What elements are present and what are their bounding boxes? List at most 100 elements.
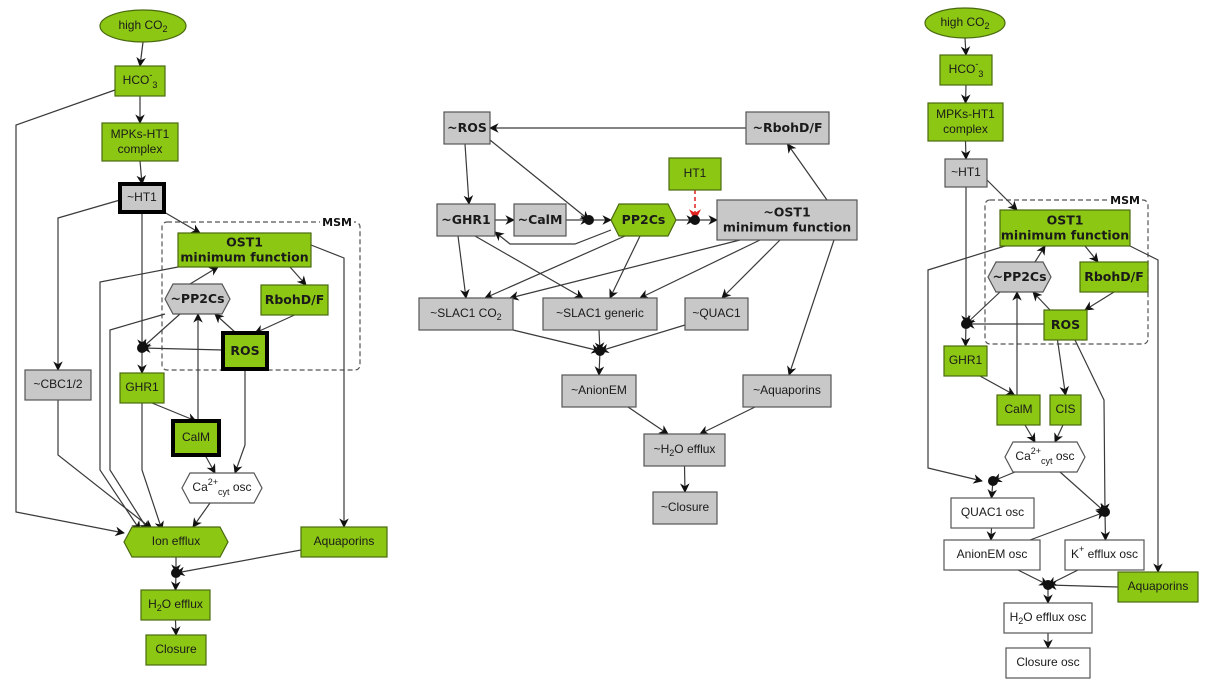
node-label: Closure [155,642,197,656]
activation-edge [786,143,828,201]
activation-edge [1017,569,1049,586]
node-label: QUAC1 osc [961,505,1024,519]
node-l-ca: Ca2+cyt osc [181,472,263,504]
activation-edge [57,400,153,530]
activation-edge [289,266,307,286]
node-label: ~RbohD/F [752,120,822,135]
node-label: MPKs-HT1 [936,107,995,121]
node-m-rboh: ~RbohD/F [745,111,830,145]
node-label: Closure osc [1016,655,1079,669]
activation-edge [151,402,197,423]
activation-edge [1059,471,1106,513]
node-shape [996,394,1041,426]
node-shape [742,374,832,408]
activation-edge [509,239,741,301]
activation-edge [204,454,216,474]
node-shape [610,203,677,237]
node-label: HT1 [684,166,707,180]
activation-edge [1054,424,1064,443]
node-label: Ion efflux [152,534,200,548]
activation-edge [141,343,224,354]
activation-edge [463,143,474,205]
node-label: GHR1 [125,380,159,394]
node-label: ~OST1 [763,205,810,220]
node-label: minimum function [1001,228,1129,243]
msm-label: MSM [322,216,352,229]
activation-edge [960,37,971,56]
node-shape [987,261,1052,293]
activation-edge [457,235,470,299]
node-label: ~CBC1/2 [33,377,82,391]
node-shape [24,369,92,401]
activation-edge [1032,291,1051,311]
node-shape [1004,441,1086,473]
junction-node [961,319,971,329]
activation-edge [15,89,125,537]
node-l-ghr1: GHR1 [119,372,165,404]
node-shape [221,331,269,371]
activation-edge [787,239,835,376]
activation-edge [489,139,590,221]
junction-node [137,343,147,353]
node-label: high CO2 [118,18,167,34]
node-label: ~PP2Cs [992,269,1046,284]
node-shape [561,374,637,408]
node-label: Aquaporins [314,534,375,548]
node-shape [1079,261,1149,293]
node-shape [1003,602,1093,634]
node-label: ~ROS [447,120,487,135]
node-label: RbohD/F [1084,269,1144,284]
node-l-hco3: HCO-3 [114,65,166,97]
activation-edge [1084,245,1099,263]
node-label: GHR1 [949,353,983,367]
activation-edge [986,527,997,541]
node-shape [260,284,329,316]
activation-edge [141,403,164,531]
node-label: CIS [1055,402,1075,416]
node-shape [1005,647,1091,679]
node-shape [745,111,830,145]
node-label: ROS [1051,317,1080,332]
node-shape [123,526,229,558]
node-shape [652,491,718,525]
activation-edge [136,41,146,67]
node-label: ~CalM [518,212,563,227]
node-shape [684,297,749,331]
activation-edge [214,313,237,334]
activation-edge [1047,569,1079,586]
node-r-ca: Ca2+cyt osc [1004,441,1086,473]
node-r-co2: high CO2 [924,7,1006,39]
node-label: MPKs-HT1 [111,127,170,141]
node-label: Ca2+cyt osc [192,477,251,497]
activation-edge [163,211,201,234]
junction-node [1043,580,1053,590]
node-shape [643,433,726,467]
node-l-pp2c: ~PP2Cs [164,283,231,315]
node-label: ~SLAC1 CO2 [430,306,501,322]
activation-edge [136,160,147,185]
node-shape [118,182,166,214]
node-m-slacgen: ~SLAC1 generic [542,297,658,331]
activation-edge [494,229,612,245]
node-shape [145,634,207,666]
junction-node [595,346,605,356]
activation-edge [1047,580,1119,591]
node-shape [950,497,1035,529]
node-label: AnionEM osc [957,547,1028,561]
node-r-ht1: ~HT1 [944,158,988,188]
node-m-h2o: ~H2O efflux [643,433,726,467]
node-label: ~Closure [661,500,710,514]
node-shape [513,203,567,237]
node-shape [1043,309,1088,341]
node-label: H2O efflux [148,597,203,613]
node-m-aqua: ~Aquaporins [742,374,832,408]
node-r-h2o: H2O efflux osc [1003,602,1093,634]
node-label: ~QUAC1 [692,306,741,320]
node-shape [164,283,231,315]
activation-edge [512,329,601,354]
node-shape [1117,571,1199,603]
node-shape [1064,539,1145,571]
node-shape [181,472,263,504]
